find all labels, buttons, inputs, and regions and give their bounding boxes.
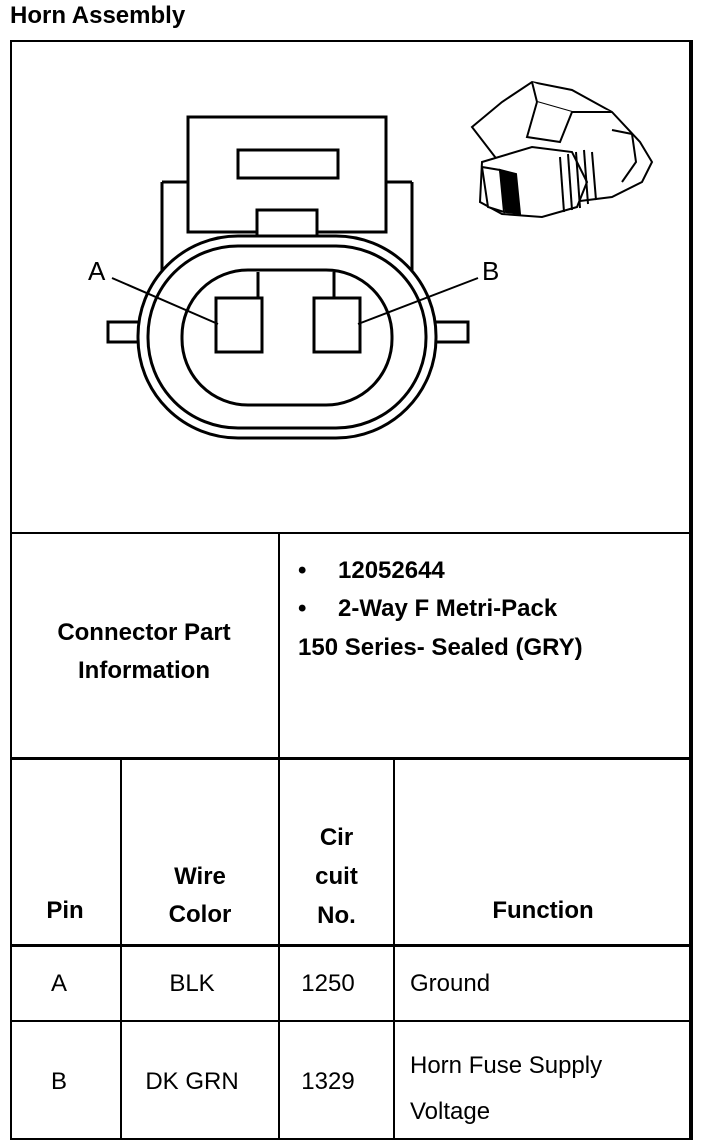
- header-circuit-line2: cuit: [315, 863, 358, 890]
- row-b-wire-color: DK GRN: [145, 1068, 239, 1095]
- header-wire-color-line1: Wire: [174, 863, 226, 890]
- connector-info-label-line2: Information: [78, 657, 210, 684]
- bullet-text-part-number: 12052644: [338, 557, 445, 584]
- divider-table-header: [10, 944, 693, 947]
- connector-face-icon: A B: [88, 80, 654, 440]
- row-b-pin: B: [50, 1068, 67, 1095]
- connector-3d-icon: [470, 80, 654, 219]
- divider-connector-info: [10, 757, 693, 760]
- bullet-icon: •: [298, 557, 307, 584]
- divider-col-circuit: [393, 759, 395, 1140]
- header-pin: Pin: [46, 897, 84, 924]
- connector-part-number: • 12052644: [298, 557, 445, 585]
- divider-connector-info-col: [278, 533, 280, 758]
- header-function: Function: [492, 897, 594, 924]
- row-a-wire-color: BLK: [169, 970, 215, 997]
- header-wire-color: Wire Color: [122, 858, 278, 934]
- row-a-pin: A: [50, 970, 67, 997]
- divider-col-wire: [278, 759, 280, 1140]
- bullet-icon: •: [298, 595, 307, 622]
- pin-b-label: B: [482, 256, 499, 286]
- pin-a-label: A: [88, 256, 106, 286]
- divider-diagram: [10, 532, 693, 534]
- row-b-function-line1: Horn Fuse Supply: [410, 1052, 603, 1079]
- row-b-function-line2: Voltage: [410, 1098, 491, 1125]
- row-b-function: Horn Fuse Supply Voltage: [410, 1043, 602, 1135]
- row-a-function: Ground: [410, 970, 491, 997]
- row-a-circuit: 1250: [301, 970, 355, 997]
- header-wire-color-line2: Color: [168, 901, 232, 928]
- divider-row-a: [10, 1020, 693, 1022]
- connector-diagram: A B: [12, 42, 690, 532]
- connector-type: • 2-Way F Metri-Pack: [298, 595, 557, 623]
- connector-info-label: Connector Part Information: [12, 614, 276, 690]
- row-b-circuit: 1329: [301, 1068, 355, 1095]
- header-circuit-line1: Cir: [319, 824, 354, 851]
- bullet-text-type: 2-Way F Metri-Pack: [338, 595, 558, 622]
- header-circuit-line3: No.: [317, 902, 356, 929]
- connector-series: 150 Series- Sealed (GRY): [298, 634, 583, 661]
- connector-frame: [10, 40, 693, 1140]
- connector-info-label-line1: Connector Part: [57, 619, 231, 646]
- page-title: Horn Assembly: [10, 2, 186, 29]
- divider-col-pin: [120, 759, 122, 1140]
- header-circuit-no: Cir cuit No.: [280, 818, 393, 935]
